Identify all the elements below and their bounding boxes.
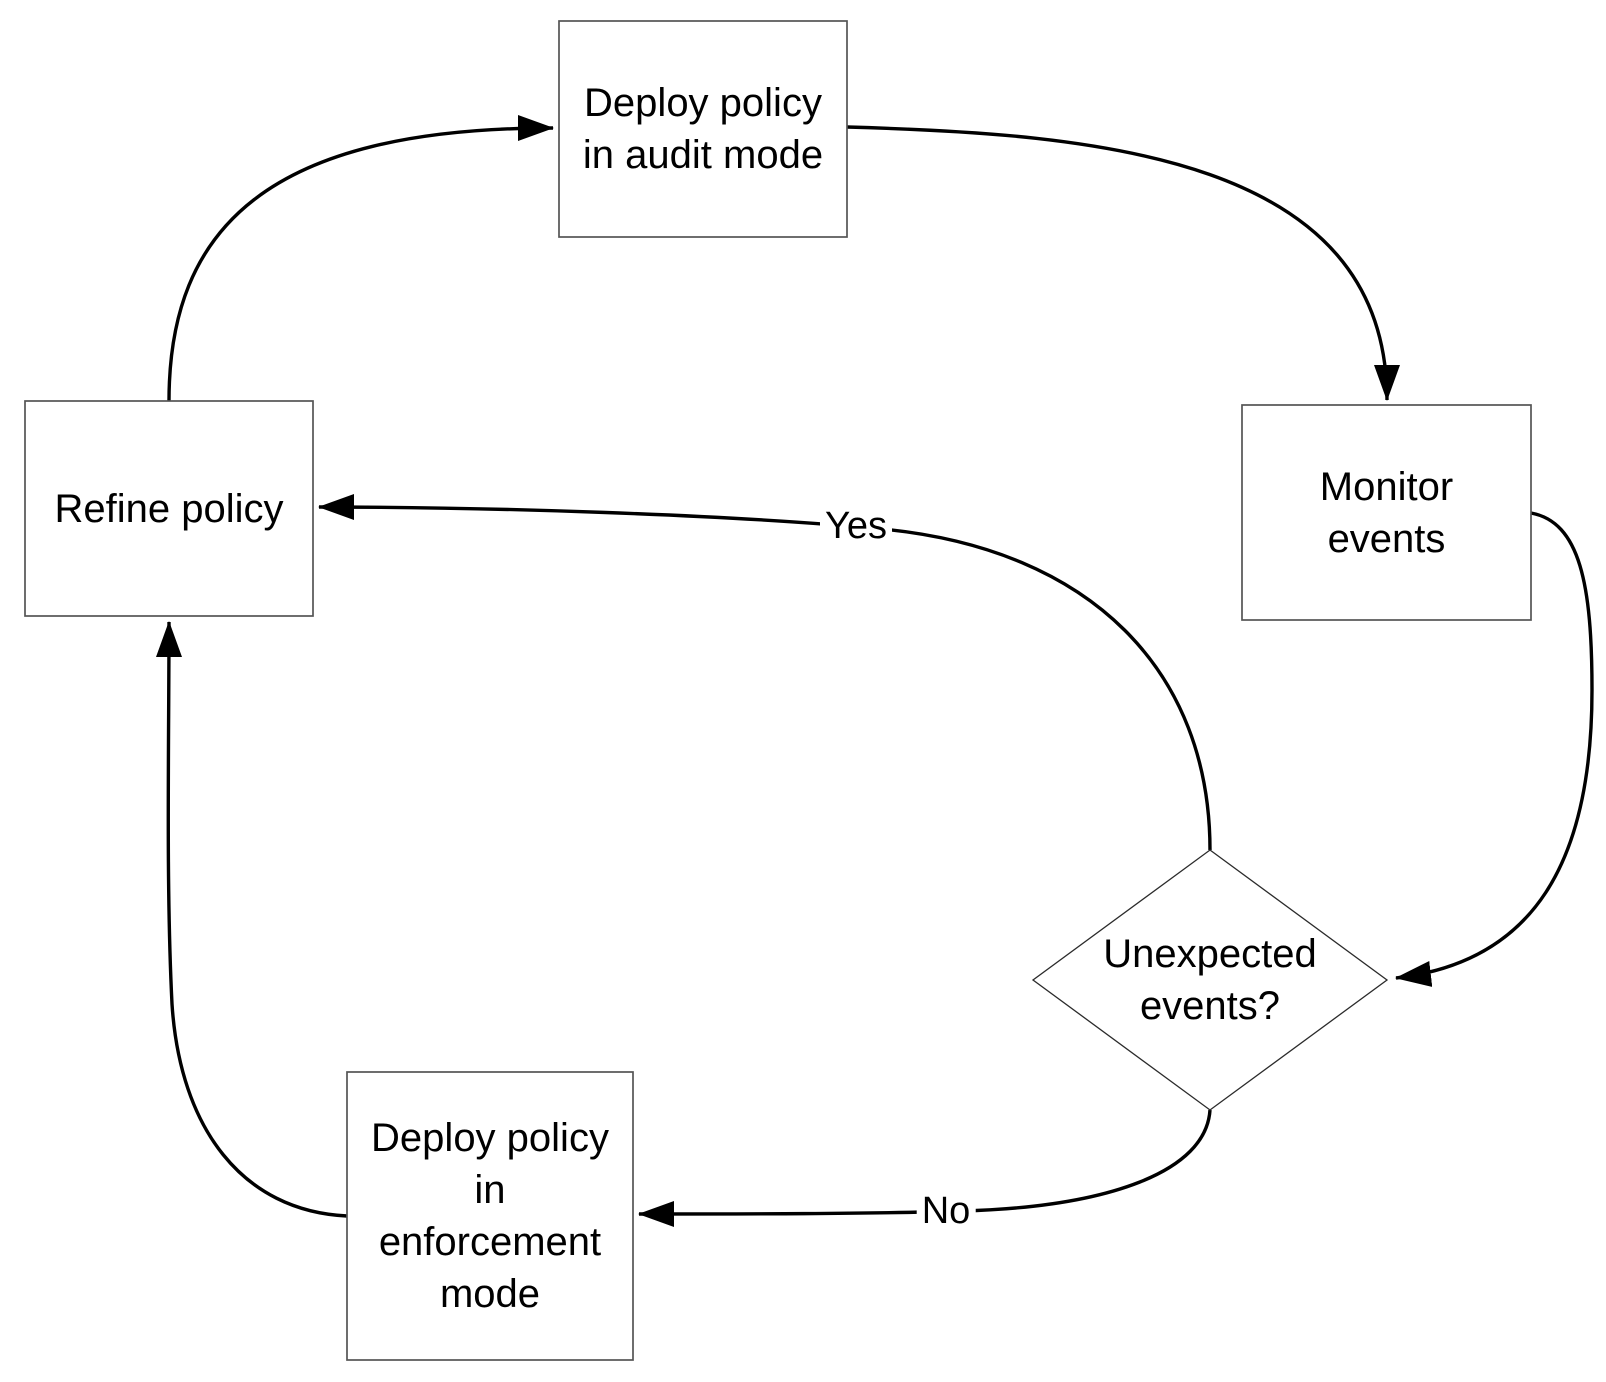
edge-audit-to-monitor — [846, 125, 1400, 401]
edge-monitor-to-decision — [1395, 511, 1594, 987]
edge-decision-yes-to-refine — [318, 494, 1212, 851]
box-refine-policy — [24, 400, 314, 617]
edge-decision-no-to-enforcement — [638, 1109, 1212, 1227]
edge-enforcement-to-refine — [155, 621, 348, 1218]
edge-refine-to-audit — [167, 115, 554, 402]
box-monitor-events — [1241, 404, 1532, 621]
diamond-unexpected-events — [1031, 849, 1389, 1111]
box-deploy-enforcement-mode — [346, 1071, 634, 1361]
box-deploy-audit-mode — [558, 20, 848, 238]
